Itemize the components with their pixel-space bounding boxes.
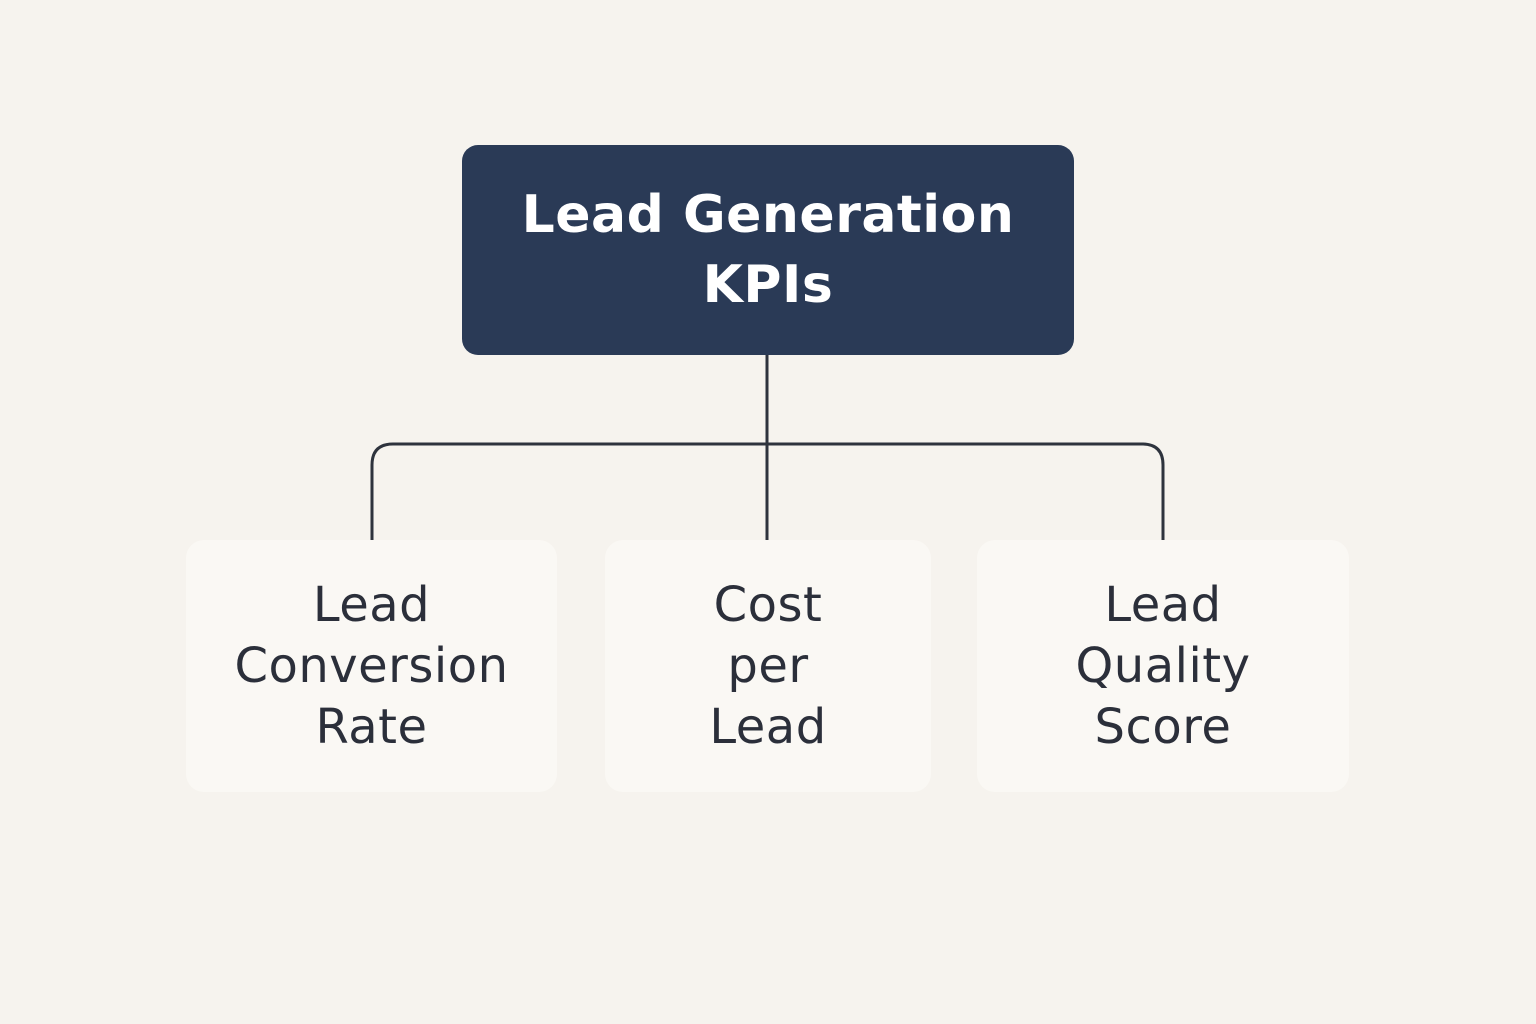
child-node-cost-per-lead: Cost per Lead <box>605 540 931 792</box>
child-node-label: Lead Conversion Rate <box>234 576 509 755</box>
child-node-lead-conversion-rate: Lead Conversion Rate <box>186 540 557 792</box>
child-node-label: Cost per Lead <box>709 576 827 755</box>
root-node-label: Lead Generation KPIs <box>521 185 1015 315</box>
child-node-lead-quality-score: Lead Quality Score <box>977 540 1349 792</box>
connector-branch-bus <box>370 442 1165 540</box>
child-node-label: Lead Quality Score <box>1075 576 1251 755</box>
root-node: Lead Generation KPIs <box>462 145 1074 355</box>
